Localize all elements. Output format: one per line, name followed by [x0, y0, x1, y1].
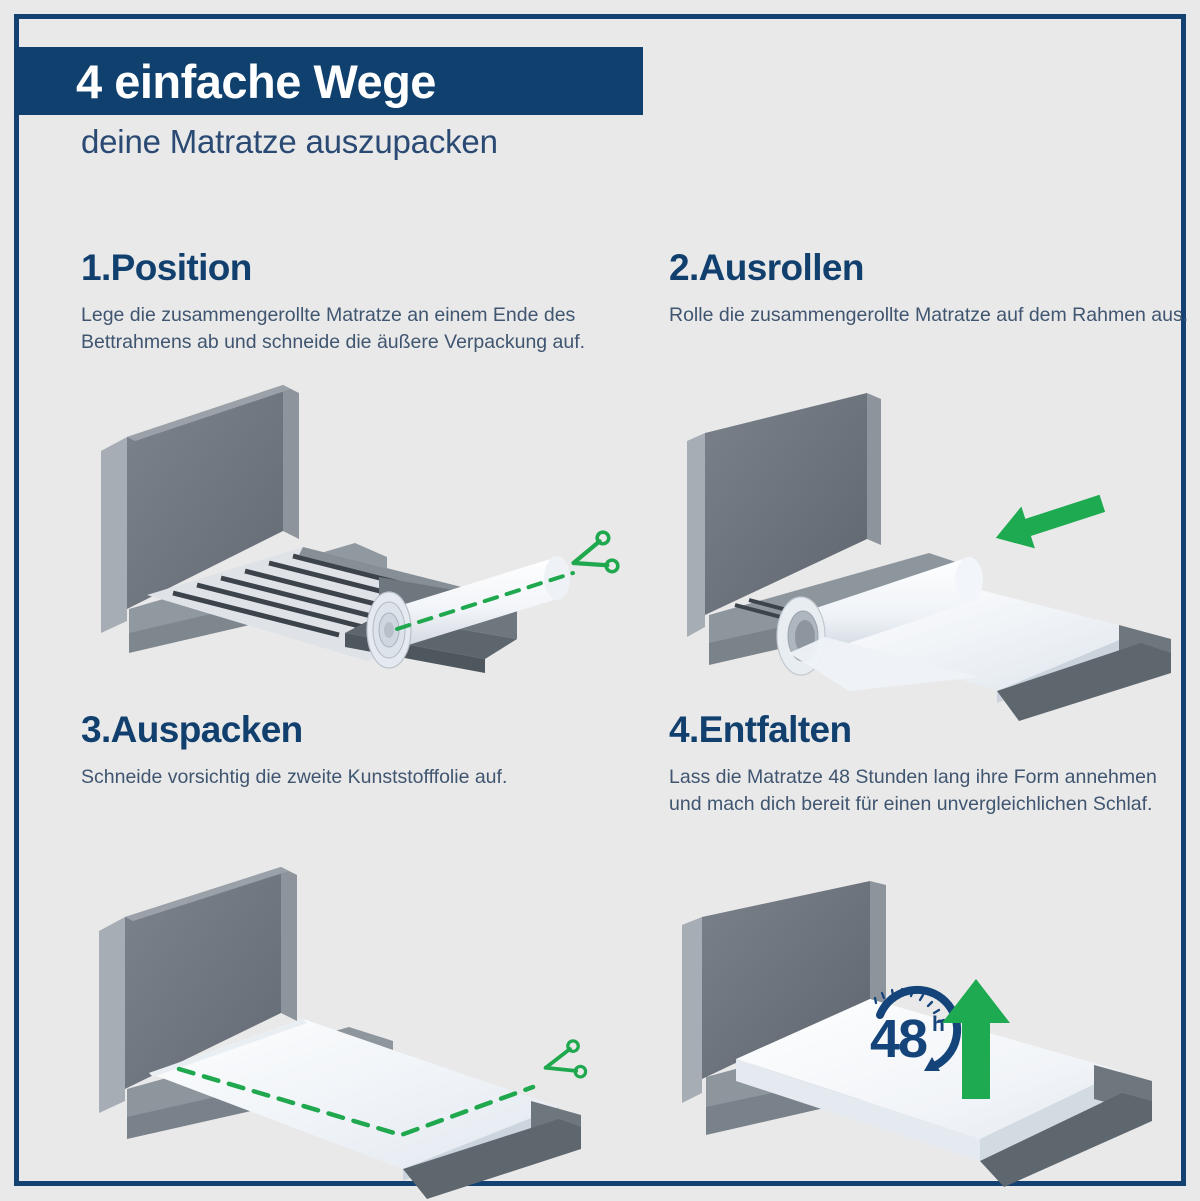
- headboard-face: [127, 385, 283, 609]
- rolled-mattress: [776, 557, 983, 691]
- step-4-body: Lass die Matratze 48 Stunden lang ihre F…: [669, 765, 1157, 815]
- headboard-face: [125, 867, 281, 1089]
- page-title: 4 einfache Wege: [76, 54, 436, 108]
- headboard-right-edge: [867, 393, 881, 545]
- step-2: 2.Ausrollen Rolle die zusammengerollte M…: [669, 247, 1189, 329]
- step-3-heading: 3.Auspacken: [81, 709, 303, 750]
- flat-mattress-far-edge: [149, 1019, 307, 1077]
- headboard-right-edge: [283, 385, 299, 539]
- headboard-right-edge: [870, 881, 886, 1005]
- 48h-badge: 48 h: [870, 985, 962, 1071]
- headboard-top: [125, 867, 289, 921]
- green-dashed-cut-line: [176, 1066, 536, 1138]
- step-2-heading: 2.Ausrollen: [669, 247, 865, 288]
- green-arrow-up: [942, 979, 1010, 1099]
- headboard-right-edge: [281, 867, 297, 1021]
- badge-value: 48: [870, 1009, 927, 1069]
- headboard-left-post: [101, 437, 127, 633]
- headboard-top: [127, 385, 291, 441]
- illustration-step-1: [87, 371, 627, 711]
- headboard-face: [702, 881, 870, 1079]
- badge-arrow-head: [924, 1057, 940, 1071]
- headboard-face: [705, 393, 867, 615]
- green-arrow-left: [995, 494, 1106, 549]
- step-1: 1.Position Lege die zusammengerollte Mat…: [81, 247, 611, 356]
- bed-foot-front: [403, 1119, 581, 1199]
- page-subtitle: deine Matratze auszupacken: [81, 123, 498, 160]
- flat-mattress-top: [149, 1019, 559, 1169]
- bed-foot-front: [980, 1093, 1152, 1187]
- step-4-heading: 4.Entfalten: [669, 709, 852, 750]
- step-3: 3.Auspacken Schneide vorsichtig die zwei…: [81, 709, 621, 791]
- badge-ticks: [873, 987, 946, 1024]
- green-dashed-cut-line: [395, 571, 575, 631]
- scissors-icon: [571, 530, 620, 574]
- step-4: 4.Entfalten Lass die Matratze 48 Stunden…: [669, 709, 1169, 818]
- step-2-body: Rolle die zusammengerollte Matratze auf …: [669, 303, 1189, 326]
- illustration-step-2: [679, 391, 1200, 721]
- expanded-mattress-front: [736, 1059, 980, 1161]
- badge-unit: h: [932, 1013, 945, 1036]
- illustration-step-4: 48 h: [674, 881, 1200, 1201]
- step-1-body: Lege die zusammengerollte Matratze an ei…: [81, 303, 586, 353]
- title-banner: 4 einfache Wege: [14, 47, 643, 115]
- step-1-heading: 1.Position: [81, 247, 252, 288]
- poster-frame: 4 einfache Wege deine Matratze auszupack…: [14, 14, 1189, 1199]
- expanded-mattress-side: [980, 1071, 1122, 1161]
- headboard-left-post: [682, 917, 702, 1103]
- headboard-left-post: [687, 433, 705, 637]
- illustration-step-3: [87, 857, 627, 1199]
- badge-arc: [876, 985, 962, 1071]
- scissors-icon: [543, 1039, 588, 1079]
- bed-foot-front: [997, 643, 1171, 721]
- step-3-body: Schneide vorsichtig die zweite Kunststof…: [81, 765, 508, 788]
- headboard-left-post: [99, 917, 125, 1113]
